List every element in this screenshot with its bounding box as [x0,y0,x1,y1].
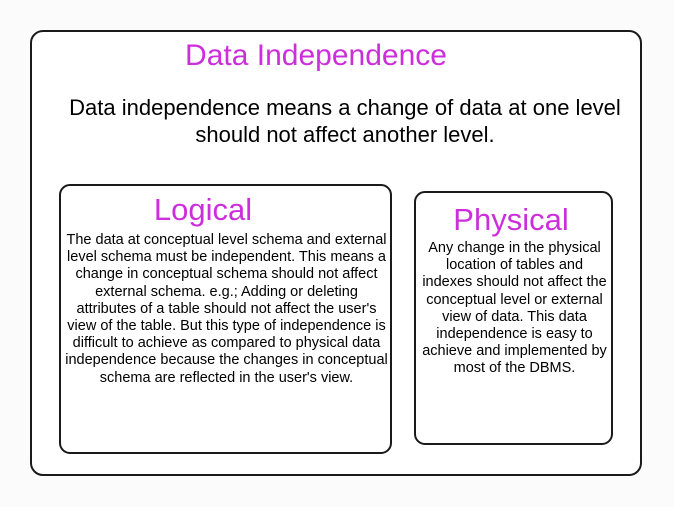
logical-description: The data at conceptual level schema and … [65,232,388,386]
physical-title: Physical [453,202,569,237]
physical-card: Physical Any change in the physical loca… [414,191,613,445]
physical-description: Any change in the physical location of t… [422,240,607,377]
logical-card: Logical The data at conceptual level sch… [59,184,392,454]
definition-text: Data independence means a change of data… [69,95,621,147]
main-title: Data Independence [185,39,447,72]
logical-title: Logical [153,192,253,227]
